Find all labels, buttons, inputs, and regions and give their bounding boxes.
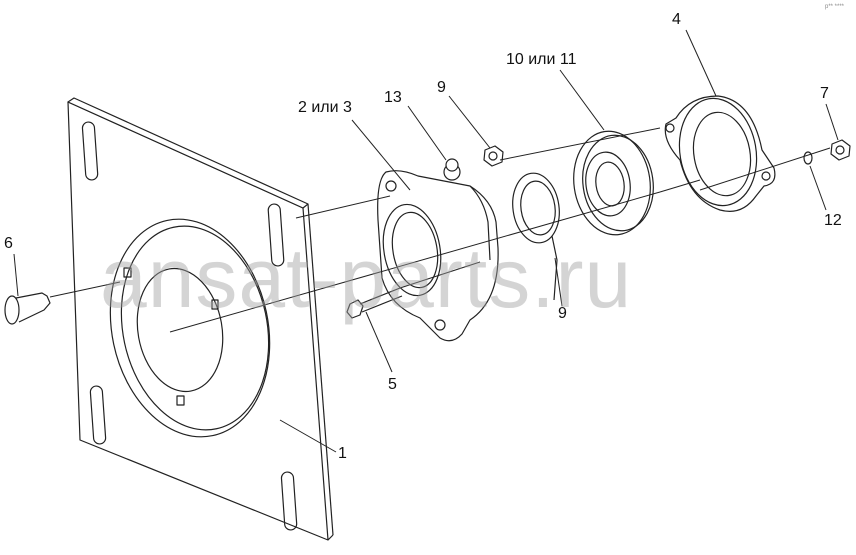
callout-9-bottom: 9 — [558, 305, 567, 322]
seal-ring-9 — [512, 172, 560, 301]
callout-10-or-11: 10 или 11 — [506, 51, 577, 68]
nut-7 — [830, 139, 851, 161]
washer-12 — [803, 151, 813, 165]
nut-9-top — [483, 145, 504, 167]
stud-5 — [346, 287, 403, 319]
callout-2-or-3: 2 или 3 — [298, 99, 352, 116]
assembly-axes — [49, 127, 831, 333]
washer-13 — [445, 158, 459, 172]
callout-13: 13 — [384, 89, 402, 106]
callout-5: 5 — [388, 376, 397, 393]
callout-6: 6 — [4, 235, 13, 252]
bolt-6 — [4, 292, 51, 325]
leader-lines — [13, 29, 839, 453]
callout-12: 12 — [824, 212, 842, 229]
callout-1: 1 — [338, 445, 347, 462]
callout-4: 4 — [672, 11, 681, 28]
cover-4 — [664, 95, 776, 212]
corner-mark: p** **** — [824, 4, 844, 10]
bearing-10-11 — [573, 130, 654, 236]
flange-plate — [67, 97, 334, 541]
callout-7: 7 — [820, 85, 829, 102]
callout-9-top: 9 — [437, 79, 446, 96]
bearing-housing — [377, 163, 499, 342]
